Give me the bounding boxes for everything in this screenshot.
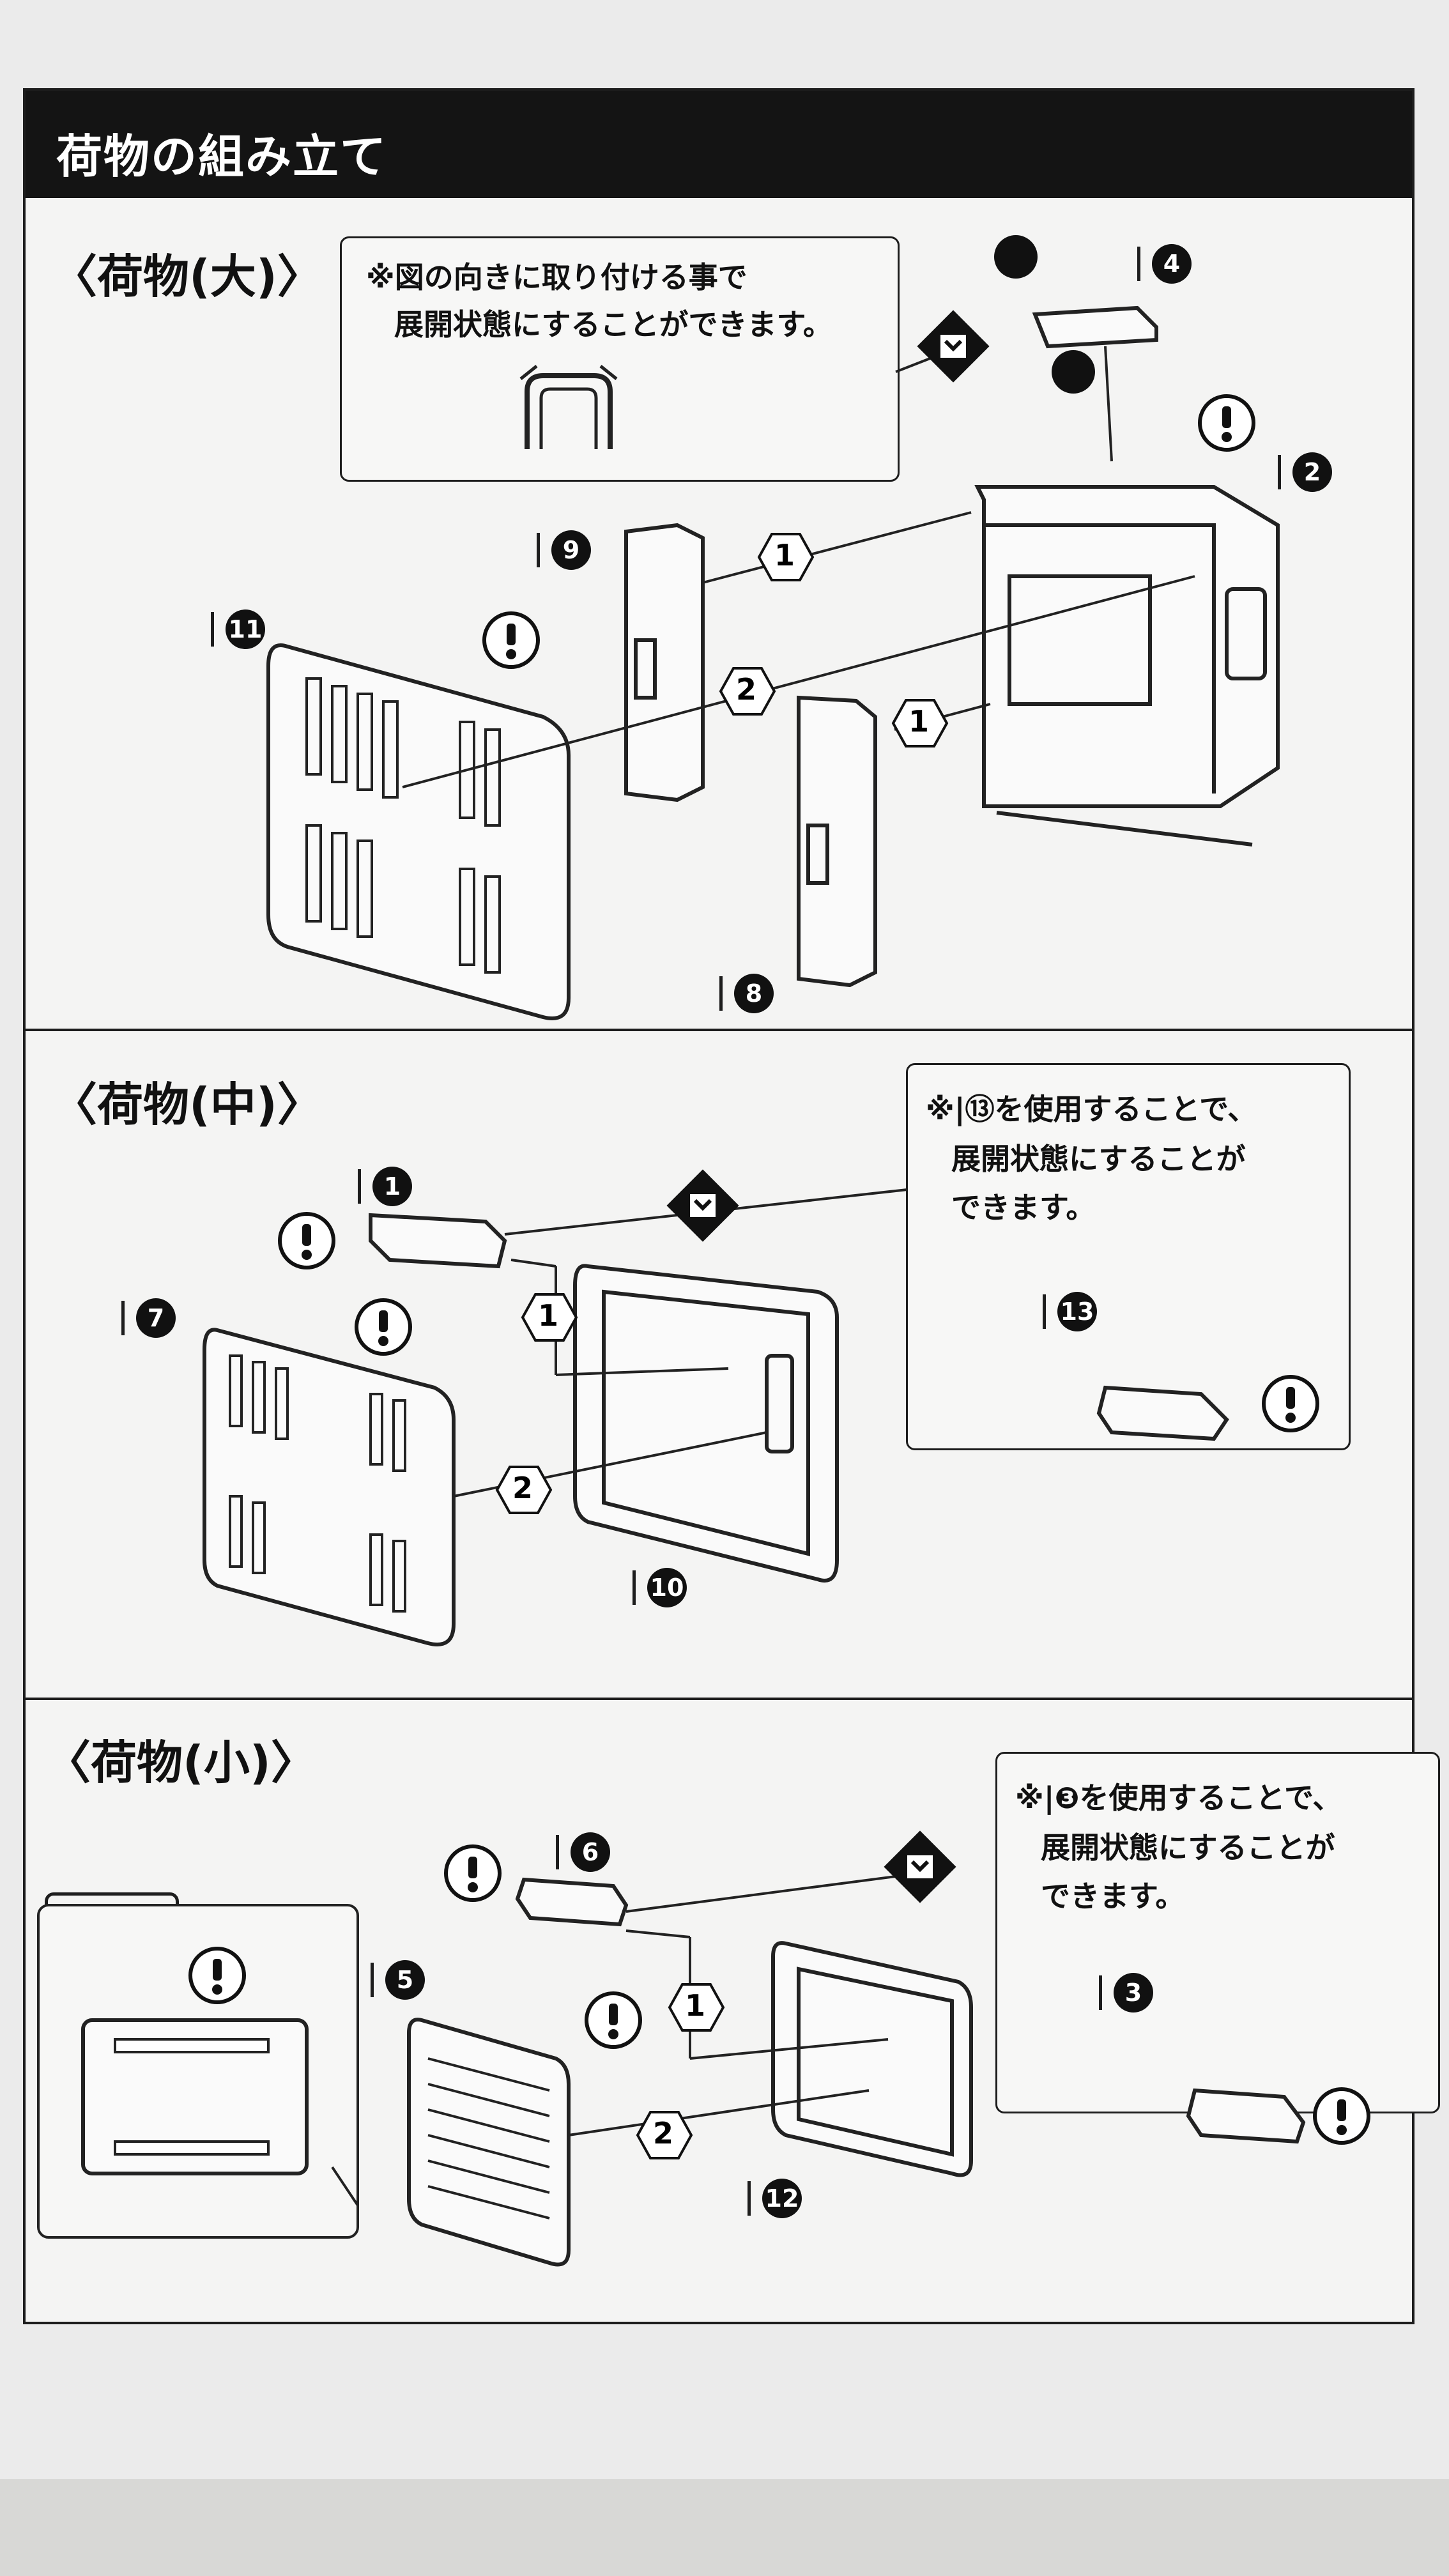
pinch-icon [994, 235, 1038, 279]
medium-box-body [573, 1264, 839, 1583]
large-box-body [974, 485, 1280, 847]
part-number: 13 [1043, 1289, 1097, 1334]
note-box-large: ※図の向きに取り付ける事で 展開状態にすることができます。 [340, 236, 900, 482]
part-number: 2 [1278, 450, 1332, 494]
note-line: ※|⑬を使用することで、 [926, 1092, 1257, 1126]
large-side-wall [624, 523, 877, 988]
expand-part-13 [1096, 1385, 1229, 1441]
note-line: できます。 [951, 1190, 1096, 1225]
large-clip [1032, 305, 1158, 349]
section-divider [26, 1029, 1412, 1031]
note-line: ※|❸を使用することで、 [1015, 1781, 1342, 1815]
part-number: 8 [719, 971, 774, 1016]
small-box-body [771, 1941, 973, 2177]
medium-lid [203, 1328, 456, 1646]
part-number: 7 [121, 1296, 176, 1340]
part-number: 9 [537, 528, 591, 572]
step-label: 2 [736, 672, 757, 707]
header-band: 荷物の組み立て [26, 91, 1412, 198]
step-label: 1 [908, 704, 930, 739]
large-lid [266, 643, 571, 1020]
small-lid [407, 2018, 571, 2267]
part-number: 6 [556, 1830, 610, 1874]
section-title-large: 〈荷物(大)〉 [51, 250, 323, 303]
handle-part-illustration [519, 365, 618, 449]
part-number: 3 [1099, 1970, 1153, 2015]
part-number: 5 [371, 1958, 425, 2002]
part-number: 4 [1137, 241, 1192, 286]
page-title: 荷物の組み立て [56, 130, 388, 183]
pinch-icon [1052, 350, 1095, 394]
note-line: できます。 [1041, 1879, 1185, 1913]
note-line: ※図の向きに取り付ける事で [366, 260, 747, 295]
step-label: 2 [653, 2116, 674, 2150]
part-number: 11 [211, 607, 265, 652]
note-line: 展開状態にすることが [951, 1142, 1246, 1176]
step-label: 1 [774, 538, 795, 572]
part-number: 12 [747, 2176, 802, 2221]
section-title-small: 〈荷物(小)〉 [45, 1736, 317, 1790]
assembly-illustrations [37, 235, 1412, 2267]
section-title-medium: 〈荷物(中)〉 [51, 1078, 323, 1131]
note-line: 展開状態にすることができます。 [394, 307, 832, 342]
note-box-small: ※|❸を使用することで、 展開状態にすることが できます。 [995, 1752, 1440, 2113]
part-number: 1 [358, 1164, 412, 1209]
section-divider [26, 1698, 1412, 1700]
step-label: 1 [685, 1988, 706, 2023]
part-number: 10 [632, 1565, 687, 1610]
assembly-frame: 荷物の組み立て 〈荷物(大)〉 ※図の向きに取り付ける事で 展開状態にすることが… [23, 88, 1440, 2324]
note-line: 展開状態にすることが [1041, 1830, 1335, 1865]
step-label: 2 [512, 1471, 533, 1505]
step-label: 1 [538, 1298, 559, 1333]
medium-clip [369, 1213, 507, 1269]
expand-part-3 [1186, 2088, 1306, 2144]
small-clip [515, 1877, 629, 1927]
